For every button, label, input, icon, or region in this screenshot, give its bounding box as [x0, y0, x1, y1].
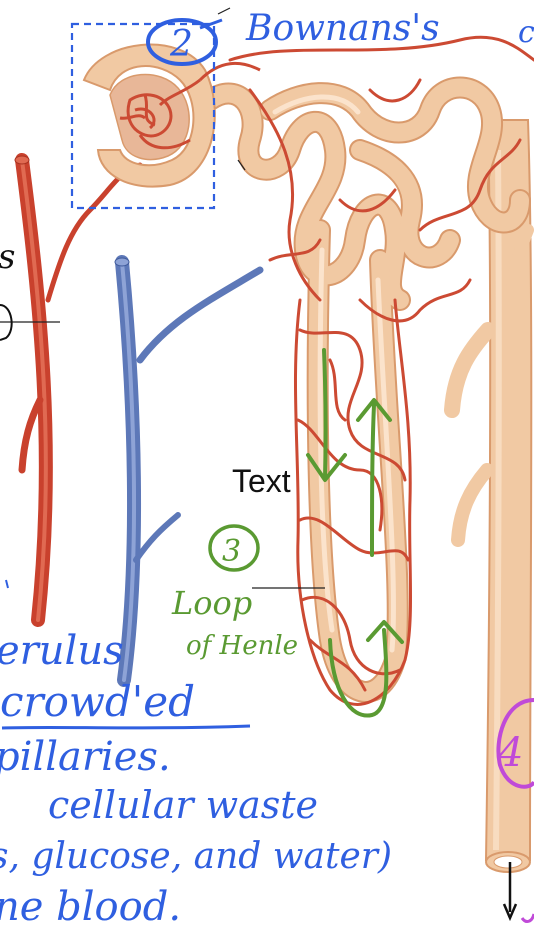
note-line-3: pillaries.: [0, 734, 171, 780]
number-3-label: 3: [222, 534, 241, 569]
note-line-4: cellular waste: [48, 783, 318, 827]
number-2-label: 2: [169, 24, 193, 65]
bowmans-label: Bownans's: [245, 8, 440, 49]
note-line-5: s, glucose, and water): [0, 836, 392, 877]
left-s-label: s: [0, 237, 15, 277]
note-line-1: erulus: [0, 628, 124, 674]
loop-label: Loop: [171, 584, 252, 622]
loop-of-henle-annotation: 3 Loop of Henle: [171, 526, 298, 661]
crowded-underline: [2, 726, 250, 728]
of-henle-label: of Henle: [186, 631, 298, 661]
text-placeholder-label: Text: [232, 463, 291, 499]
note-line-2: crowd'ed: [0, 677, 195, 726]
bowmans-cut-off-label: c: [518, 15, 534, 50]
number-4-label: 4: [497, 730, 523, 776]
renal-tubules: [210, 88, 520, 693]
left-edge-annotations: s: [0, 237, 15, 588]
note-line-6: ne blood.: [0, 884, 181, 930]
bowmans-capsule: [84, 45, 260, 187]
renal-artery-branch: [15, 156, 140, 620]
